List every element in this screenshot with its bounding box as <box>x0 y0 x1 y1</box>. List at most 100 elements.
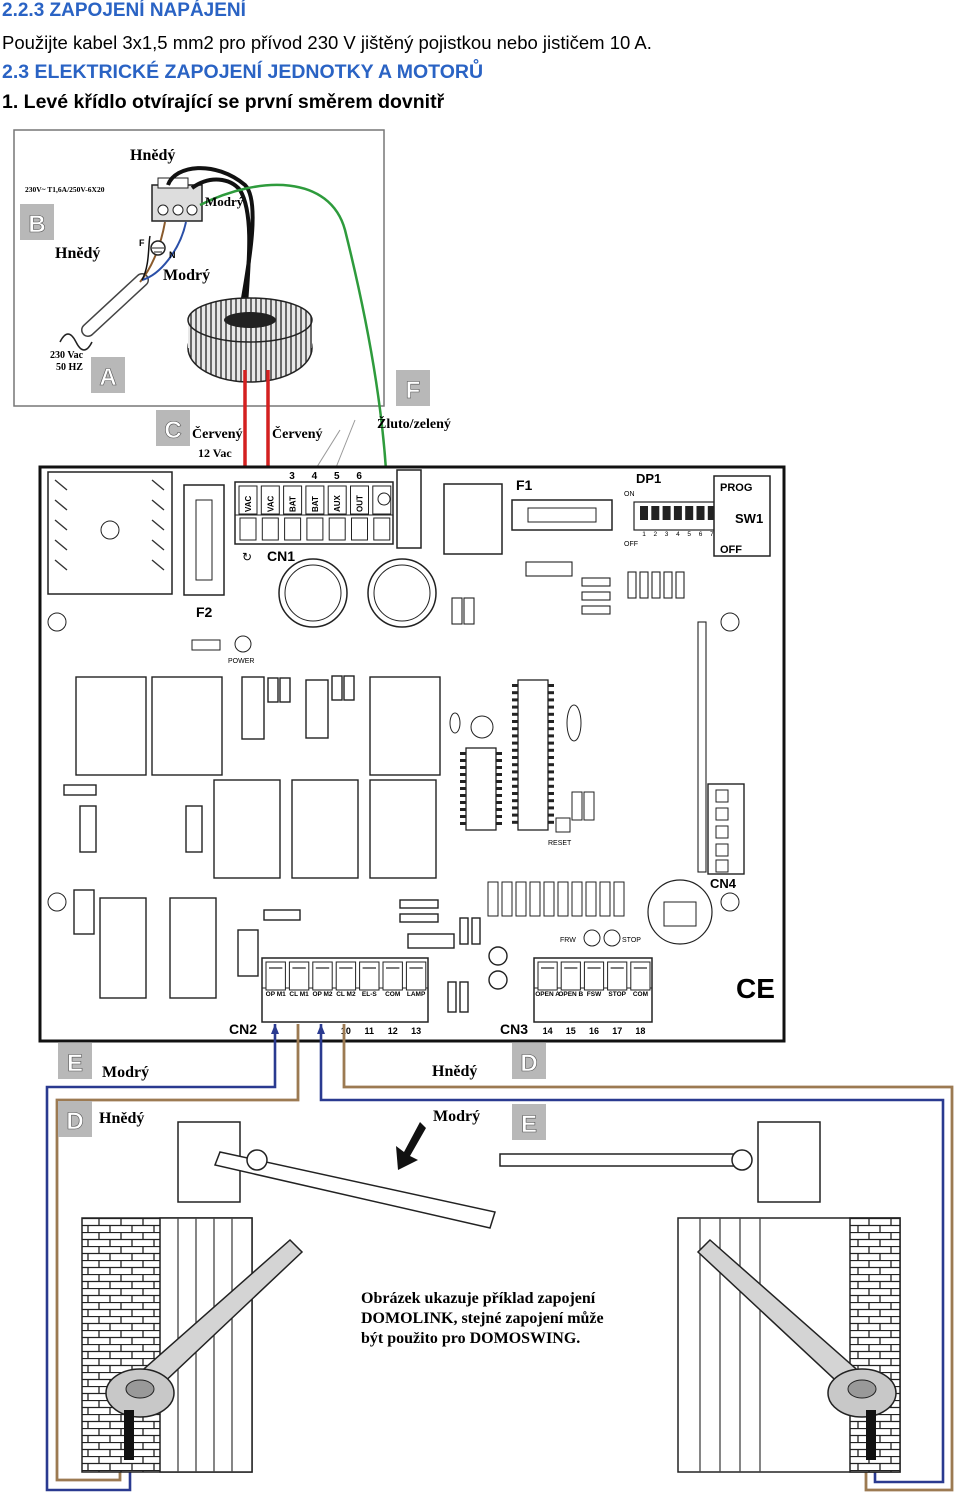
cn1-terminal-number: 5 <box>334 471 340 482</box>
inset-label-brown-top: Hnědý <box>130 147 175 164</box>
ic-pin <box>548 770 554 774</box>
cn2-screw <box>288 961 310 991</box>
cn3-terminal-number: 15 <box>566 1026 576 1036</box>
dip-switch-slider[interactable] <box>651 506 660 520</box>
cn3-terminal-label: OPEN A <box>535 991 560 998</box>
ic-pin <box>548 806 554 810</box>
sw1-box <box>713 475 771 557</box>
toroidal-transformer <box>187 297 313 383</box>
callout-f-label: F <box>406 377 421 404</box>
callout-a-label: A <box>99 364 116 391</box>
cn3-terminal-label: STOP <box>608 991 626 998</box>
brown-wire-right-motor <box>342 1024 954 1492</box>
cn1-screw <box>327 485 347 515</box>
ic-pin <box>548 691 554 695</box>
ic-pin <box>460 787 466 790</box>
ic-pin <box>548 748 554 752</box>
ic-pin <box>548 712 554 716</box>
phase-label: F <box>139 238 145 248</box>
callout-c <box>156 410 190 446</box>
reset-button[interactable] <box>555 817 571 833</box>
ic-pin <box>548 792 554 795</box>
dip-switch-slider[interactable] <box>640 506 648 520</box>
section-title-power: 2.2.3 ZAPOJENÍ NAPÁJENÍ <box>2 0 246 21</box>
cn3-terminal-label: FSW <box>587 991 602 998</box>
frw-button[interactable] <box>583 929 601 947</box>
ic-pin <box>512 727 518 731</box>
dip-switch-slider[interactable] <box>673 506 682 520</box>
cn2-screw <box>265 961 286 991</box>
capacitor-inner <box>284 564 342 622</box>
cn3-terminal-label: COM <box>633 991 648 998</box>
callout-d-bottom-label: D <box>66 1108 83 1135</box>
dip-on-label: ON <box>624 491 635 498</box>
dip-switch-slider[interactable] <box>707 506 716 520</box>
ic-pin <box>512 748 518 752</box>
ic-pin <box>496 780 502 783</box>
cn3-terminal-number: 17 <box>612 1026 622 1036</box>
ic-pin <box>512 684 518 687</box>
dip-switch-number: 7 <box>710 531 714 538</box>
ic-pin <box>460 808 466 811</box>
cn1-symbol: ↻ <box>242 550 252 564</box>
cn3-screw <box>537 961 558 991</box>
cn1-screw <box>260 485 280 515</box>
ic-pin <box>460 759 466 762</box>
ic-pin <box>496 801 502 804</box>
neutral-label: N <box>169 250 176 260</box>
ic-pin <box>512 720 518 723</box>
callout-e-bottom <box>512 1104 546 1140</box>
heatsink-fins <box>54 479 165 571</box>
selector-window <box>663 901 697 927</box>
blue-primary-wire <box>190 177 252 321</box>
left-motor-operator <box>105 1238 304 1460</box>
dip-switch-number: 1 <box>642 531 646 538</box>
mains-voltage: 230 Vac <box>50 350 84 361</box>
fuse-marking: 230V~ T1,6A/250V-6X20 <box>25 185 105 194</box>
dip-switch-slider[interactable] <box>662 506 671 520</box>
caption-line-2: DOMOLINK, stejné zapojení může <box>361 1310 604 1327</box>
ic-pin <box>512 770 518 774</box>
off-label: OFF <box>720 544 742 556</box>
dip-switch-number: 6 <box>699 531 703 538</box>
cn1-terminal-number: 3 <box>289 471 295 482</box>
cn1-terminal-label: VAC <box>266 495 275 512</box>
cn1-clamp <box>284 517 302 541</box>
ic-pin <box>548 756 554 759</box>
wire-arrow <box>317 1024 325 1034</box>
right-motor-operator <box>696 1238 897 1460</box>
brown-label-left: Hnědý <box>99 1110 144 1127</box>
ic-pin <box>496 773 502 776</box>
dip-switch-slider[interactable] <box>685 506 694 520</box>
mains-cable <box>81 221 187 337</box>
ic-pin <box>512 763 518 767</box>
ic-pin <box>460 766 466 769</box>
power-led <box>234 635 252 653</box>
ic-pin <box>512 705 518 709</box>
mounting-hole <box>100 520 120 540</box>
ic-pin <box>460 780 466 783</box>
ic-pin <box>548 784 554 788</box>
ic-pin <box>512 792 518 795</box>
resistor <box>571 791 583 821</box>
ic-pin <box>512 698 518 702</box>
cn2-terminal-label: OP M2 <box>312 991 332 998</box>
power-instructions: Použijte kabel 3x1,5 mm2 pro přívod 230 … <box>2 32 652 53</box>
fuse-f2 <box>195 499 213 581</box>
blue-label-left: Modrý <box>102 1064 149 1081</box>
cn4-pins <box>715 789 729 873</box>
cn1-terminal-label: BAT <box>289 496 298 512</box>
cn2-terminal-label: EL-S <box>362 991 377 998</box>
dip-switch-number: 5 <box>687 531 691 538</box>
stop-button[interactable] <box>603 929 621 947</box>
dip-switch-slider[interactable] <box>696 506 705 520</box>
cn1-clamp <box>351 517 368 541</box>
wire-arrow <box>271 1024 279 1034</box>
relays <box>63 675 441 879</box>
cn2-screw <box>335 961 357 991</box>
callout-c-label: C <box>164 417 181 444</box>
cn2-screw <box>405 961 427 991</box>
ic-pin <box>548 705 554 709</box>
